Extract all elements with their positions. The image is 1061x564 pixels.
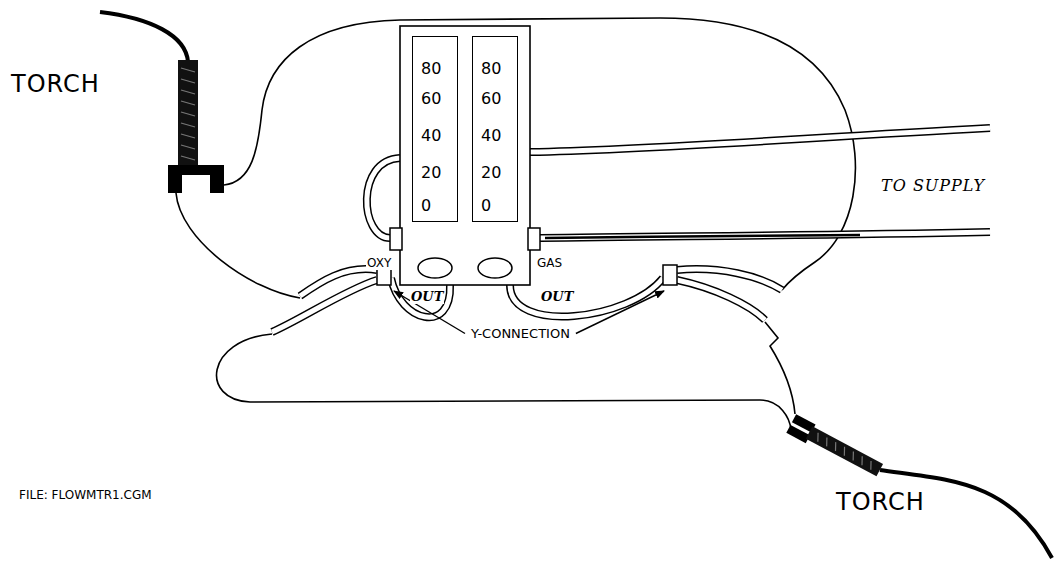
hose	[540, 232, 990, 238]
torch-head	[210, 165, 224, 193]
inlet-port	[528, 228, 540, 250]
outlet-label: OUT	[540, 289, 574, 304]
knurl-stroke	[181, 156, 195, 160]
knurl-stroke	[181, 79, 195, 83]
knurl-stroke	[181, 90, 195, 94]
hose	[677, 280, 765, 320]
knurl-stroke	[181, 134, 195, 138]
hose	[272, 280, 377, 332]
torch-handle	[806, 426, 883, 476]
hose	[367, 158, 400, 238]
scale-number: 20	[421, 164, 441, 182]
torch-label: TORCH	[835, 488, 926, 516]
port-label: OXY	[366, 256, 392, 270]
file-label: FILE: FLOWMTR1.CGM	[18, 488, 153, 502]
hose	[540, 232, 990, 238]
knurl-stroke	[181, 101, 195, 105]
knurl-stroke	[823, 437, 830, 446]
knurl-stroke	[181, 123, 195, 127]
torch-cable	[100, 12, 188, 62]
hose	[510, 278, 663, 316]
inlet-port	[390, 228, 402, 250]
torch-lines	[176, 18, 855, 430]
scale-number: 20	[481, 164, 501, 182]
torch	[168, 60, 224, 193]
scale-number: 40	[421, 127, 441, 145]
scale-number: 60	[481, 90, 501, 108]
knurl-stroke	[858, 456, 865, 465]
torch	[786, 414, 884, 479]
callout-label: Y-CONNECTION	[470, 326, 571, 341]
torch-label: TORCH	[10, 70, 101, 98]
knurl-stroke	[814, 433, 821, 442]
hose	[677, 269, 782, 290]
hoses	[272, 128, 990, 332]
y-connector	[663, 265, 677, 285]
torch-handle	[178, 60, 198, 170]
flowmeter-housing	[400, 26, 530, 285]
scale-number: 40	[481, 127, 501, 145]
hose	[530, 128, 990, 152]
handle-knurl	[181, 68, 195, 160]
knurl-stroke	[181, 145, 195, 149]
flow-scale: 80 60 40 20 0	[412, 36, 458, 222]
hose	[530, 128, 990, 152]
hose	[272, 280, 377, 332]
lower-loop-line	[217, 334, 791, 430]
knurl-stroke	[867, 461, 874, 470]
hose-outer	[272, 128, 990, 332]
scale-number: 80	[421, 60, 441, 78]
left-torch-line	[176, 193, 300, 298]
hose	[677, 280, 765, 320]
hose	[510, 278, 663, 316]
outlet-label: OUT	[410, 289, 444, 304]
supply-label: TO SUPPLY	[880, 176, 986, 195]
torch-head	[168, 165, 182, 193]
leader-arrow	[576, 291, 664, 334]
scale-number: 0	[421, 197, 431, 215]
scale-number: 80	[481, 60, 501, 78]
knurl-stroke	[181, 112, 195, 116]
knurl-stroke	[181, 68, 195, 72]
scale-number: 60	[421, 90, 441, 108]
valve-knob	[478, 258, 512, 278]
right-jog-line	[765, 322, 795, 414]
hose-inner	[272, 128, 990, 332]
scale-number: 0	[481, 197, 491, 215]
knurl-stroke	[832, 442, 839, 451]
hose	[367, 158, 400, 238]
hose-core	[545, 235, 860, 238]
valve-knob	[418, 258, 452, 278]
knurl-stroke	[841, 447, 848, 456]
knurl-stroke	[850, 452, 857, 461]
port-label: GAS	[536, 256, 563, 270]
handle-knurl	[814, 433, 874, 470]
torch-head	[786, 425, 810, 443]
flow-scale: 80 60 40 20 0	[472, 36, 518, 222]
